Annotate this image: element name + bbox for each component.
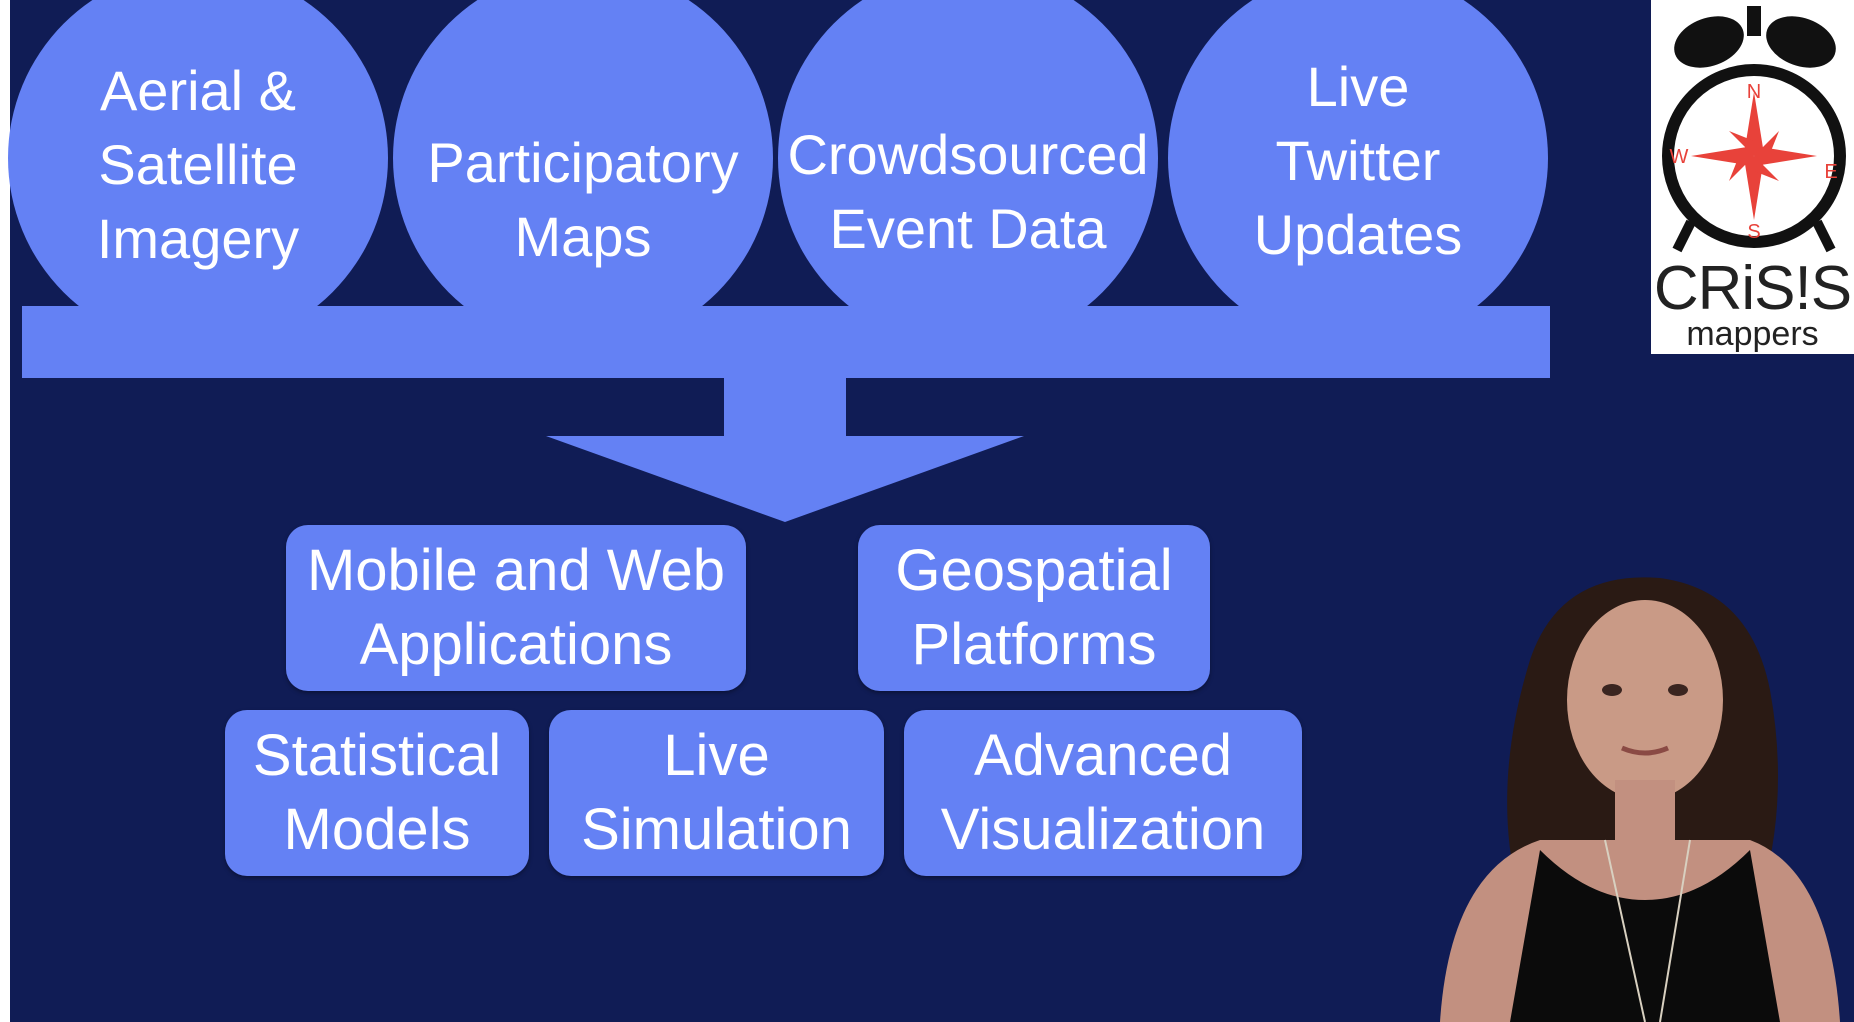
logo-subtitle: mappers <box>1686 315 1819 353</box>
arrow-head <box>546 436 1024 522</box>
compass-e-label: E <box>1824 161 1837 183</box>
compass-n-label: N <box>1747 81 1761 103</box>
source-circle-participatory <box>393 0 773 348</box>
source-label-crowdsourced: Crowdsourced Event Data <box>787 123 1149 260</box>
logo-title: CRiS!S <box>1653 254 1852 323</box>
output-visualization: Advanced Visualization <box>904 710 1302 876</box>
alarm-clock-compass-icon: N S W E <box>1662 6 1846 253</box>
presenter-video <box>1440 577 1840 1022</box>
output-simulation: Live Simulation <box>549 710 884 876</box>
output-geospatial: Geospatial Platforms <box>858 525 1210 691</box>
output-statistical: Statistical Models <box>225 710 529 876</box>
output-mobile-web: Mobile and Web Applications <box>286 525 746 691</box>
compass-w-label: W <box>1670 146 1689 168</box>
compass-s-label: S <box>1747 221 1760 243</box>
source-label-aerial: Aerial & Satellite Imagery <box>96 59 300 270</box>
merge-band <box>22 306 1550 378</box>
source-label-twitter: Live Twitter Updates <box>1253 55 1463 266</box>
source-circle-aerial <box>8 0 388 348</box>
left-border <box>0 0 10 1022</box>
crisis-mappers-logo: N S W E CRiS!S mappers <box>1651 0 1854 354</box>
arrow-stem <box>724 376 846 438</box>
source-circle-crowdsourced <box>778 0 1158 348</box>
source-circle-twitter <box>1168 0 1548 348</box>
source-label-participatory: Participatory Maps <box>427 131 739 268</box>
